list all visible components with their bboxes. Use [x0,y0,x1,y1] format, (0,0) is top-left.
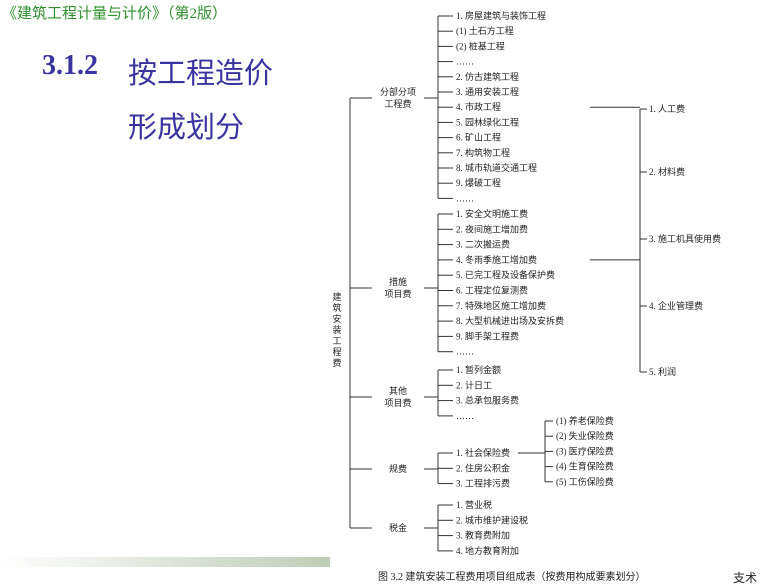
section-number: 3.1.2 [42,50,98,81]
cuoshi-item: 5. 已完工程及设备保护费 [456,269,555,280]
fenbu-item: 7. 构筑物工程 [456,147,510,158]
cuoshi-item: 2. 夜间施工增加费 [456,223,528,234]
cuoshi-item: 6. 工程定位复测费 [456,285,528,296]
fenbu-item: 3. 通用安装工程 [456,86,519,97]
shebao-item: (5) 工伤保险费 [556,476,614,487]
fenbu-item: 1. 房屋建筑与装饰工程 [456,10,546,21]
fenbu-item: 4. 市政工程 [456,101,501,112]
root-label-char: 筑 [332,302,341,313]
root-label-char: 建 [332,291,341,302]
shuijin-item: 2. 城市维护建设税 [456,514,528,525]
category-label: 项目费 [384,288,411,299]
figure-caption: 图 3.2 建筑安装工程费用项目组成表（按费用构成要素划分） [378,570,646,583]
category-label: 工程费 [384,98,411,109]
fenbu-item: 2. 仿古建筑工程 [456,71,519,82]
root-label-char: 装 [332,324,341,335]
qita-item: 3. 总承包服务费 [456,395,519,406]
section-title-line-1: 按工程造价 [128,58,274,90]
guifei-item: 1. 社会保险费 [456,447,510,458]
category-label: 税金 [389,522,407,533]
fenbu-item: 9. 爆破工程 [456,177,501,188]
cost-composition-figure [330,0,760,586]
shuijin-item: 3. 教育费附加 [456,530,510,541]
category-label: 其他 [389,385,407,396]
root-label-char: 程 [332,347,341,357]
shebao-item: (2) 失业保险费 [556,430,614,441]
cost-element-label: 3. 施工机具使用费 [649,233,721,244]
root-label-char: 安 [332,313,341,324]
shebao-item: (3) 医疗保险费 [556,445,614,456]
category-label: 分部分项 [380,86,416,97]
cuoshi-item: 3. 二次搬运费 [456,239,510,250]
category-label: 措施 [389,276,407,287]
cuoshi-item: 1. 安全文明施工费 [456,208,528,219]
shuijin-item: 4. 地方教育附加 [456,545,519,556]
cost-element-label: 4. 企业管理费 [649,300,703,311]
fenbu-item: 6. 矿山工程 [456,132,501,143]
cost-element-label: 5. 利润 [649,366,676,377]
category-label: 项目费 [384,397,411,408]
qita-item: …… [456,411,474,421]
fenbu-item: 5. 园林绿化工程 [456,116,519,127]
clipped-edge-text: 支术 [733,571,758,585]
section-title-line-2: 形成划分 [128,112,245,144]
root-label-char: 费 [332,357,341,368]
cuoshi-item: 9. 脚手架工程费 [456,330,519,341]
cuoshi-item: …… [456,347,474,357]
cost-element-label: 1. 人工费 [649,103,685,114]
cuoshi-item: 7. 特殊地区施工增加费 [456,300,546,311]
category-label: 规费 [389,463,407,474]
qita-item: 2. 计日工 [456,379,492,390]
book-title-header: 《建筑工程计量与计价》（第2版） [2,6,228,22]
fenbu-item: (2) 桩基工程 [456,40,505,51]
shebao-item: (1) 养老保险费 [556,415,614,426]
fenbu-item: 8. 城市轨道交通工程 [456,162,537,173]
cuoshi-item: 8. 大型机械进出场及安拆费 [456,315,564,326]
fenbu-item: …… [456,57,474,67]
decorative-bottom-bar [0,557,360,567]
cuoshi-item: 4. 冬雨季施工增加费 [456,254,537,265]
guifei-item: 2. 住房公积金 [456,462,510,473]
qita-item: 1. 暂列金额 [456,364,501,375]
root-label-char: 工 [332,336,341,346]
shebao-item: (4) 生育保险费 [556,461,614,472]
cost-element-label: 2. 材料费 [649,166,685,177]
fenbu-item: (1) 土石方工程 [456,25,514,36]
shuijin-item: 1. 营业税 [456,499,492,510]
guifei-item: 3. 工程排污费 [456,478,510,489]
fenbu-item: …… [456,193,474,203]
